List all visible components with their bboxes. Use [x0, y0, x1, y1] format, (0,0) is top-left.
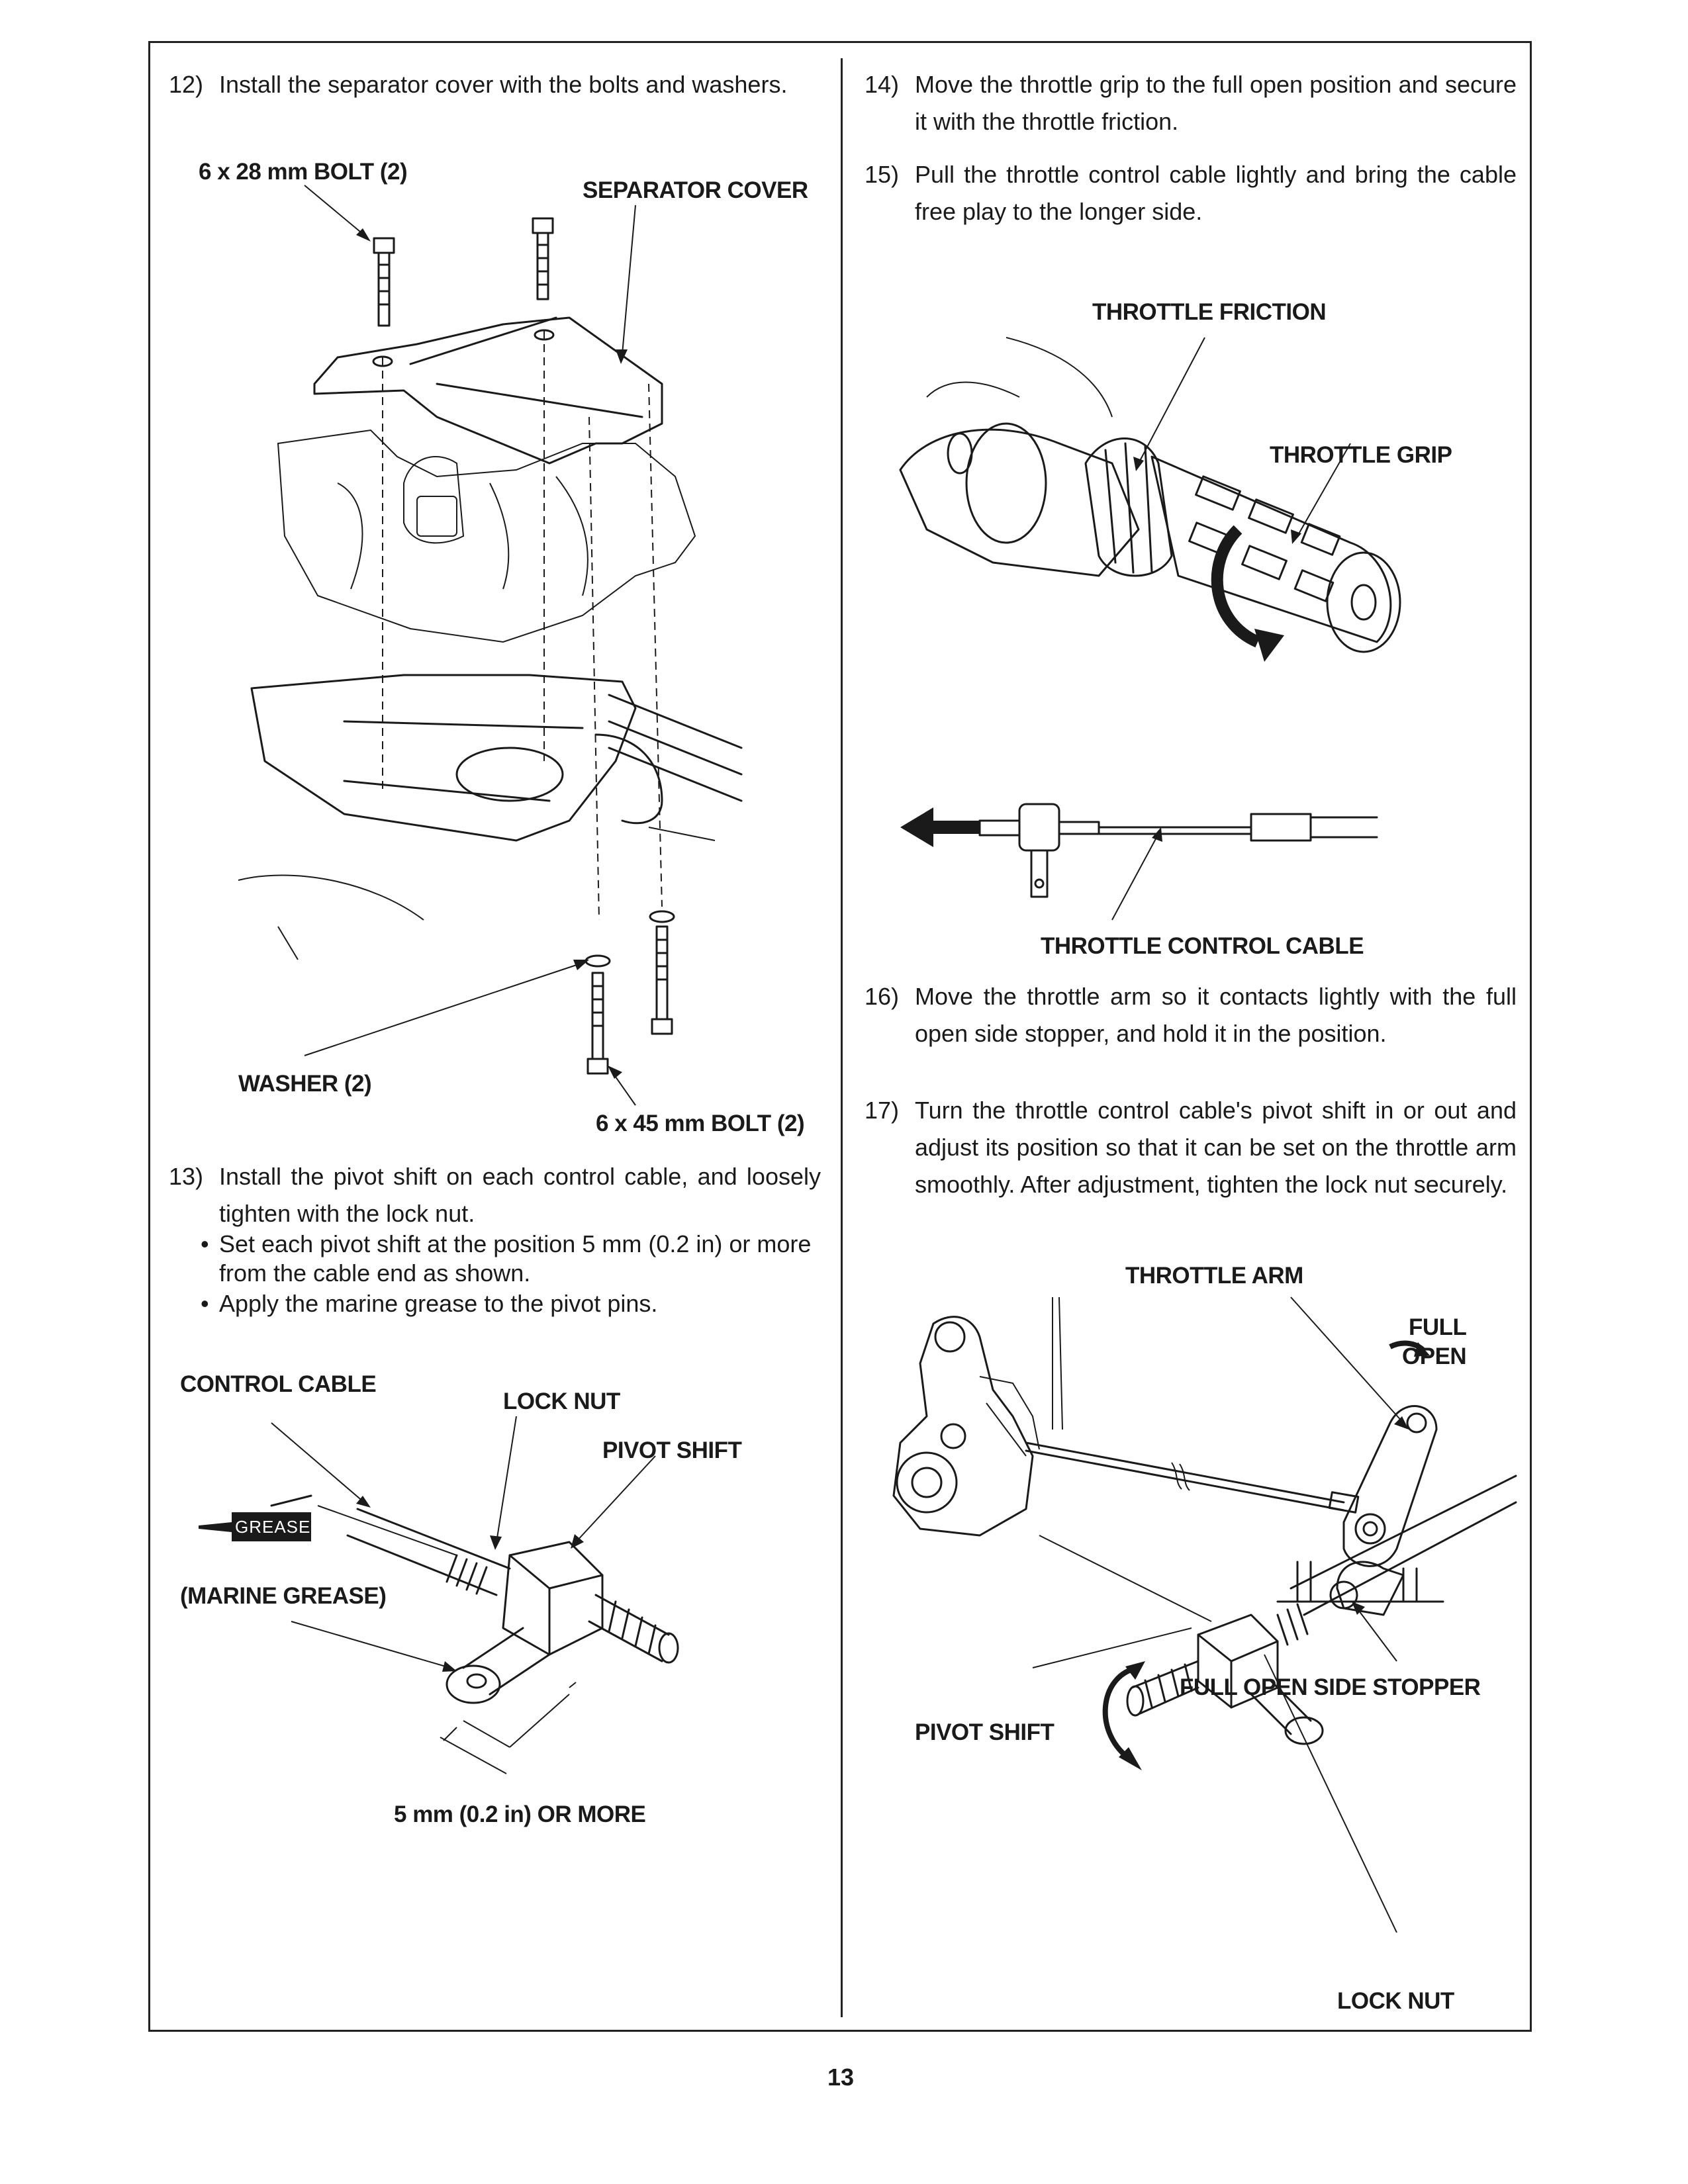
lock-nut-label: LOCK NUT — [503, 1388, 620, 1414]
pivot-shift-figure — [199, 1416, 679, 1774]
step-number: 13) — [169, 1163, 204, 1190]
bullet-text: Apply the marine grease to the pivot pin… — [219, 1290, 658, 1317]
column-divider — [841, 58, 843, 2017]
step-number: 15) — [865, 161, 900, 188]
step-number: 17) — [865, 1097, 900, 1124]
step-text: Move the throttle grip to the full open … — [915, 71, 1517, 135]
step-text: Install the separator cover with the bol… — [219, 71, 788, 98]
step-text: Install the pivot shift on each control … — [219, 1163, 821, 1227]
full-open-side-stopper-label: FULL OPEN SIDE STOPPER — [1180, 1674, 1481, 1700]
step-14: 14) Move the throttle grip to the full o… — [865, 66, 1517, 146]
step-number: 12) — [169, 71, 204, 98]
throttle-friction-label: THROTTLE FRICTION — [1092, 299, 1327, 325]
separator-cover-label: SEPARATOR COVER — [583, 177, 808, 203]
control-cable-label: CONTROL CABLE — [180, 1371, 377, 1397]
full-open-label-2: OPEN — [1402, 1343, 1467, 1369]
step-number: 16) — [865, 983, 900, 1010]
full-open-label-1: FULL — [1409, 1314, 1467, 1340]
pivot-shift-label: PIVOT SHIFT — [602, 1437, 742, 1463]
page-number: 13 — [827, 2064, 855, 2091]
bullet-text: Set each pivot shift at the position 5 m… — [219, 1230, 812, 1287]
step-16: 16) Move the throttle arm so it contacts… — [865, 978, 1517, 1058]
step-13: 13) Install the pivot shift on each cont… — [169, 1158, 821, 1238]
step-text: Turn the throttle control cable's pivot … — [915, 1097, 1517, 1198]
page-frame — [148, 41, 1532, 2032]
step-number: 14) — [865, 71, 900, 98]
bullet-dot: • — [201, 1290, 209, 1317]
separator-cover-figure — [238, 185, 743, 1106]
grease-tube-text: GREASE — [235, 1517, 311, 1537]
dimension-label: 5 mm (0.2 in) OR MORE — [394, 1801, 646, 1827]
throttle-grip-figure — [899, 337, 1401, 921]
washer-label: WASHER (2) — [238, 1071, 372, 1097]
bolt-45-label: 6 x 45 mm BOLT (2) — [596, 1111, 805, 1136]
throttle-arm-figure — [892, 1297, 1517, 1933]
throttle-arm-label: THROTTLE ARM — [1125, 1263, 1303, 1289]
bullet-dot: • — [201, 1230, 209, 1257]
throttle-control-cable-label: THROTTLE CONTROL CABLE — [1041, 933, 1364, 959]
lock-nut-label-2: LOCK NUT — [1337, 1988, 1454, 2014]
throttle-grip-label: THROTTLE GRIP — [1270, 442, 1452, 468]
step-17: 17) Turn the throttle control cable's pi… — [865, 1092, 1517, 1244]
marine-grease-label: (MARINE GREASE) — [180, 1583, 387, 1609]
step-text: Pull the throttle control cable lightly … — [915, 161, 1517, 225]
step-text: Move the throttle arm so it contacts lig… — [915, 983, 1517, 1047]
step-15: 15) Pull the throttle control cable ligh… — [865, 156, 1517, 236]
pivot-shift-label-2: PIVOT SHIFT — [915, 1719, 1055, 1745]
step-12: 12) Install the separator cover with the… — [169, 66, 821, 146]
bolt-28-label: 6 x 28 mm BOLT (2) — [199, 159, 408, 185]
